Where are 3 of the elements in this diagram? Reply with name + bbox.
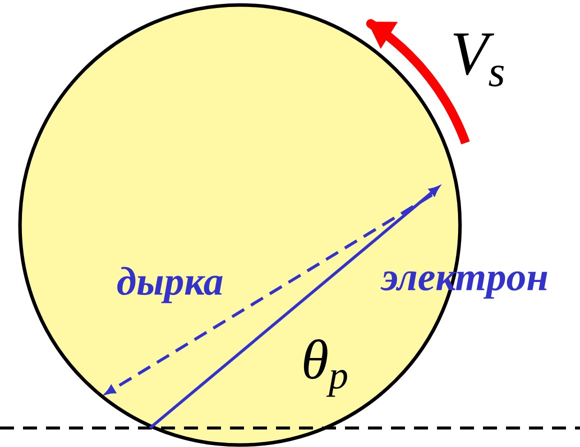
symbol-label: V$_{s}$	[454, 34, 504, 86]
label: дырка	[117, 266, 223, 304]
symbol-label: θ$_{p}$	[304, 339, 348, 397]
